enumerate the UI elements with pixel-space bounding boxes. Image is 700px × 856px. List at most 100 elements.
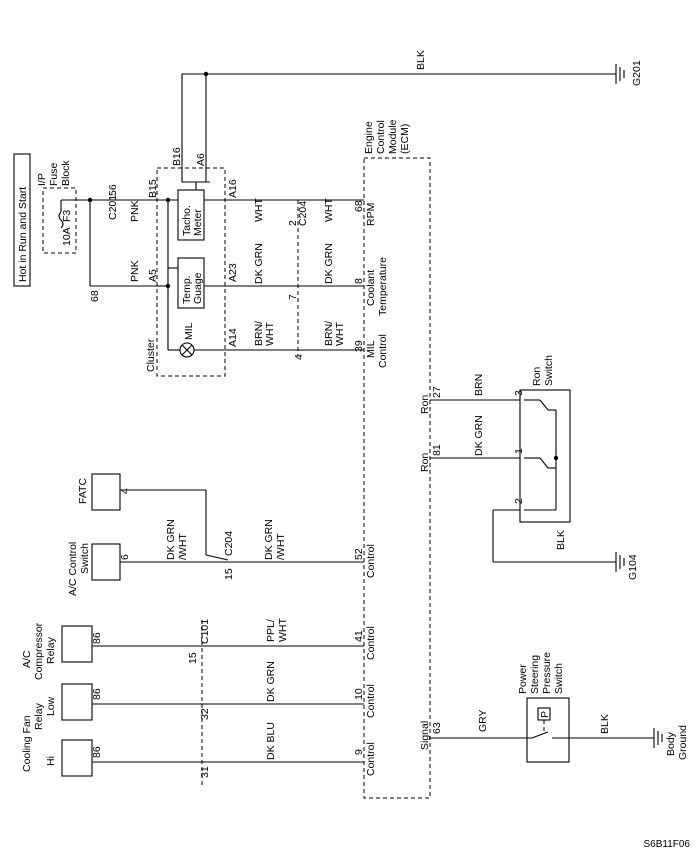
ecm-ron-1: Ron — [419, 395, 431, 414]
ecm-pin-27: 27 — [431, 386, 443, 398]
ps-switch-label-4: Switch — [553, 663, 565, 694]
pin-c101-31: 31 — [199, 766, 211, 778]
power-source-box — [13, 153, 31, 287]
ecm-pin-10: 10 — [353, 688, 365, 700]
wire-label-dkgrnwht-b1: DK GRN — [263, 519, 275, 560]
wire-label-brnwht-a1: BRN/ — [253, 321, 265, 346]
fuse-block-name-1: I/P — [36, 173, 48, 186]
fan-relay-hi-label: Hi — [45, 756, 57, 766]
ecm-mil-1: MIL — [365, 340, 377, 358]
ac-compressor-relay-box — [61, 625, 93, 663]
wire-label-dkgrn-2: DK GRN — [323, 243, 335, 284]
fan-relay-label-2: Relay — [33, 702, 45, 730]
wire-label-blk-g104: BLK — [555, 530, 567, 550]
pin-a5: A5 — [147, 269, 159, 282]
fuse-rating: 10A — [61, 227, 73, 246]
ron-switch-label-1: Ron — [531, 367, 543, 386]
cooling-fan-relay-hi-box — [61, 739, 93, 777]
ecm-pin-9: 9 — [353, 749, 365, 755]
wire-label-dkgrnwht-b2: /WHT — [275, 533, 287, 560]
wire-label-pnk-1: PNK — [129, 200, 141, 222]
connector-c101: C101 — [199, 619, 211, 644]
fatc-label: FATC — [77, 478, 89, 504]
wire-label-dkgrn-1: DK GRN — [253, 243, 265, 284]
fatc-pin-4: 4 — [119, 488, 131, 494]
pin-b16: B16 — [171, 147, 183, 166]
pin-b15: B15 — [147, 179, 159, 198]
pin-56: 56 — [107, 184, 119, 196]
wire-label-wht-2: WHT — [323, 198, 335, 222]
ground-g104-id: G104 — [627, 554, 639, 580]
temp-label-1: Temp. — [181, 275, 193, 304]
fuse-id: F3 — [61, 210, 73, 222]
ecm-control-comp: Control — [365, 626, 377, 660]
fan-relay-low-label: Low — [45, 696, 57, 716]
ps-switch-contact — [531, 731, 549, 739]
ecm-pin-68: 68 — [353, 200, 365, 212]
tacho-meter — [177, 189, 205, 241]
pin-c204-15: 15 — [223, 568, 235, 580]
ecm-label-2: Control — [375, 120, 387, 154]
ecm-label-1: Engine — [363, 121, 375, 154]
pin-c101-15: 15 — [187, 652, 199, 664]
ecm-mil-2: Control — [377, 334, 389, 368]
cluster-outline — [156, 167, 226, 377]
ps-switch-label-2: Steering — [529, 655, 541, 694]
compressor-pin-86: 86 — [91, 632, 103, 644]
ac-switch-label-2: Switch — [79, 543, 91, 574]
tacho-label-2: Meter — [192, 209, 204, 236]
ecm-pin-8: 8 — [353, 278, 365, 284]
ecm-label-4: (ECM) — [399, 124, 411, 154]
connector-c201: C201 — [107, 195, 119, 220]
pin-a14: A14 — [227, 328, 239, 347]
ecm-label-3: Module — [387, 119, 399, 154]
ron-switch-label-2: Switch — [543, 355, 555, 386]
wire-label-dkgrnwht-a1: DK GRN — [165, 519, 177, 560]
ecm-pin-39: 39 — [353, 340, 365, 352]
power-label: Hot in Run and Start — [17, 187, 29, 282]
ecm-ron-2: Ron — [419, 453, 431, 472]
wire-label-dkgrn-ron: DK GRN — [473, 415, 485, 456]
wire-label-brnwht-b1: BRN/ — [323, 321, 335, 346]
fan-relay-label-1: Cooling Fan — [21, 715, 33, 772]
fan-relay-hi-pin: 86 — [91, 746, 103, 758]
wire-label-pplwht-2: WHT — [277, 618, 289, 642]
ps-switch-p: P — [539, 711, 551, 718]
pin-c101-32: 32 — [199, 708, 211, 720]
wire-label-dkblu: DK BLU — [265, 722, 277, 760]
cluster-label: Cluster — [145, 338, 157, 372]
compressor-label-3: Relay — [45, 636, 57, 664]
wire-label-brnwht-a2: WHT — [264, 322, 276, 346]
pin-c204-4: 4 — [293, 354, 305, 360]
body-ground-label-2: Ground — [677, 725, 689, 760]
wire-label-gry: GRY — [477, 709, 489, 732]
ac-switch-label-1: A/C Control — [67, 542, 79, 596]
ron-pin-1: 1 — [513, 448, 525, 454]
pin-a16: A16 — [227, 179, 239, 198]
wire-label-blk-body: BLK — [599, 714, 611, 734]
ps-switch-label-3: Pressure — [541, 652, 553, 694]
ron-pin-3: 3 — [513, 390, 525, 396]
ecm-rpm-label: RPM — [365, 203, 377, 226]
ecm-pin-41: 41 — [353, 630, 365, 642]
fuse-block-outline — [42, 187, 77, 254]
pin-a23: A23 — [227, 263, 239, 282]
ecm-control-ac: Control — [365, 544, 377, 578]
splice-pin-68: 68 — [89, 290, 101, 302]
compressor-label-2: Compressor — [33, 622, 45, 680]
ecm-control-low: Control — [365, 684, 377, 718]
cooling-fan-relay-low-box — [61, 683, 93, 721]
ac-control-switch-box — [91, 543, 121, 581]
ground-g201-id: G201 — [631, 60, 643, 86]
pin-a6: A6 — [195, 153, 207, 166]
fan-relay-low-pin: 86 — [91, 688, 103, 700]
temp-label-2: Guage — [192, 272, 204, 304]
ecm-outline — [363, 157, 431, 799]
ron-pin-2: 2 — [513, 498, 525, 504]
connector-c204-a: C204 — [297, 201, 309, 226]
temp-gauge — [177, 257, 205, 309]
ecm-coolant-2: Temperature — [377, 257, 389, 316]
fatc-box — [91, 473, 121, 511]
ecm-coolant-1: Coolant — [365, 270, 377, 306]
ecm-signal-label: Signal — [419, 721, 431, 750]
